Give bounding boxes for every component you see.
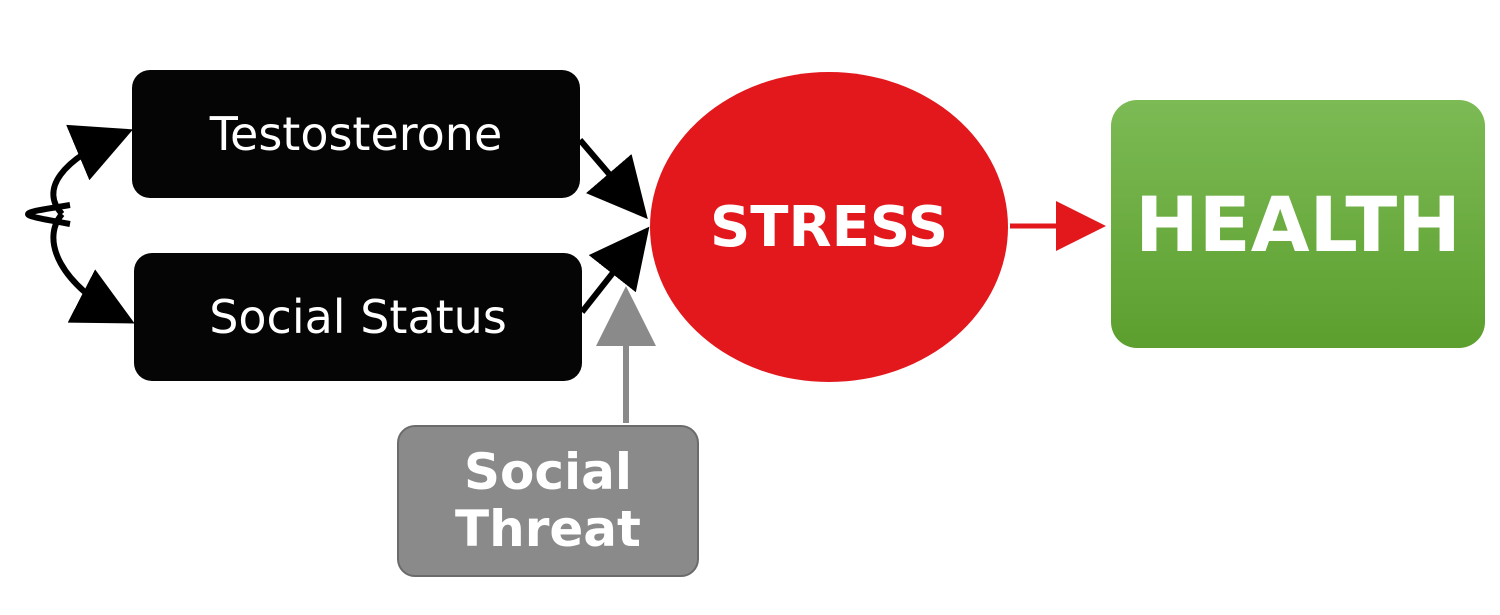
health-label: HEALTH (1135, 179, 1461, 269)
social-threat-box: Social Threat (397, 425, 699, 577)
health-box: HEALTH (1111, 100, 1485, 348)
social-status-box: Social Status (134, 253, 582, 381)
social-threat-label-line1: Social (463, 442, 633, 501)
curved-arrow-testosterone (50, 124, 134, 217)
stress-circle: STRESS (650, 72, 1008, 382)
testosterone-label: Testosterone (209, 107, 503, 161)
curved-arrow-social-status (50, 212, 135, 324)
curve-join (25, 202, 71, 227)
social-threat-label-line2: Threat (455, 500, 641, 558)
testosterone-box: Testosterone (132, 70, 580, 198)
arrow-social-status-to-stress (579, 226, 650, 314)
social-status-label: Social Status (209, 290, 507, 344)
arrow-testosterone-to-stress (577, 138, 648, 220)
stress-label: STRESS (709, 194, 949, 260)
